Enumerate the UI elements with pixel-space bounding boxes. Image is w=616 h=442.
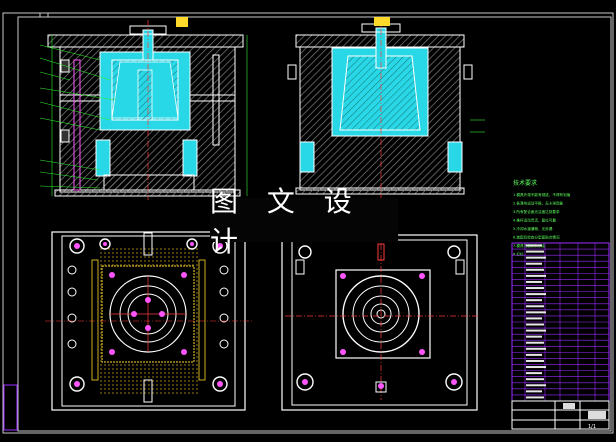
table-cell-text	[526, 323, 544, 326]
table-cell-text	[526, 366, 546, 369]
tech-requirement-line: 8.打标	[513, 252, 524, 257]
sheet-number: 1/1	[588, 424, 596, 430]
table-cell-text	[526, 280, 542, 283]
tech-requirement-line: 4.推杆运动灵活，复位可靠	[513, 218, 556, 223]
table-cell-text	[526, 384, 546, 387]
table-cell-text	[526, 341, 544, 344]
tech-requirements-lines: 1.模具外观不能有锈迹，不得有划痕 2.各滑块运动平稳，无卡滞现象 3.所有配合面光…	[513, 192, 571, 257]
stamp-box-top-left	[39, 12, 49, 18]
table-cell-text	[526, 256, 546, 259]
table-cell-text	[526, 305, 544, 308]
table-cell-text	[526, 250, 544, 253]
table-cell-text	[526, 329, 546, 332]
plan-view-fixed-half	[281, 234, 478, 411]
watermark-banner: 图 文 设 计	[210, 185, 398, 258]
table-cell-text	[526, 293, 546, 296]
watermark-text: 图 文 设 计	[210, 185, 362, 258]
table-cell-text	[526, 274, 546, 277]
tech-requirement-line: 5.冷却水道通畅，无渗漏	[513, 226, 553, 231]
tech-requirements-title: 技术要求	[513, 179, 537, 187]
tech-requirement-line: 1.模具外观不能有锈迹，不得有划痕	[513, 192, 571, 197]
table-cell-text	[526, 244, 542, 247]
table-cell-text	[526, 317, 542, 320]
parts-list-rows	[512, 243, 609, 401]
table-cell-text	[526, 311, 546, 314]
sheet-border	[2, 12, 614, 434]
table-cell-text	[526, 372, 542, 375]
table-cell-text	[526, 268, 544, 271]
table-cell-text	[526, 390, 542, 393]
table-cell-text	[526, 287, 544, 290]
table-cell-text	[526, 396, 544, 399]
tech-requirement-line: 6.装配后检查分型面贴合情况	[513, 235, 560, 240]
table-cell-text	[526, 359, 544, 362]
table-cell-text	[526, 378, 544, 381]
sheet-inner-border	[17, 16, 612, 432]
table-cell-text	[526, 262, 542, 265]
front-section-view	[39, 17, 248, 200]
tech-requirement-line: 3.所有配合面光洁度达到要求	[513, 209, 560, 214]
parts-list-table	[511, 242, 610, 402]
title-block: 1/1	[511, 400, 610, 430]
table-cell-text	[526, 335, 542, 338]
table-cell-text	[526, 353, 542, 356]
tech-requirement-line: 2.各滑块运动平稳，无卡滞现象	[513, 201, 564, 206]
side-section-view	[287, 17, 485, 200]
side-binding-strip	[3, 384, 18, 431]
plan-view-moving-half	[45, 231, 252, 411]
table-cell-text	[526, 299, 542, 302]
table-cell-text	[526, 347, 546, 350]
